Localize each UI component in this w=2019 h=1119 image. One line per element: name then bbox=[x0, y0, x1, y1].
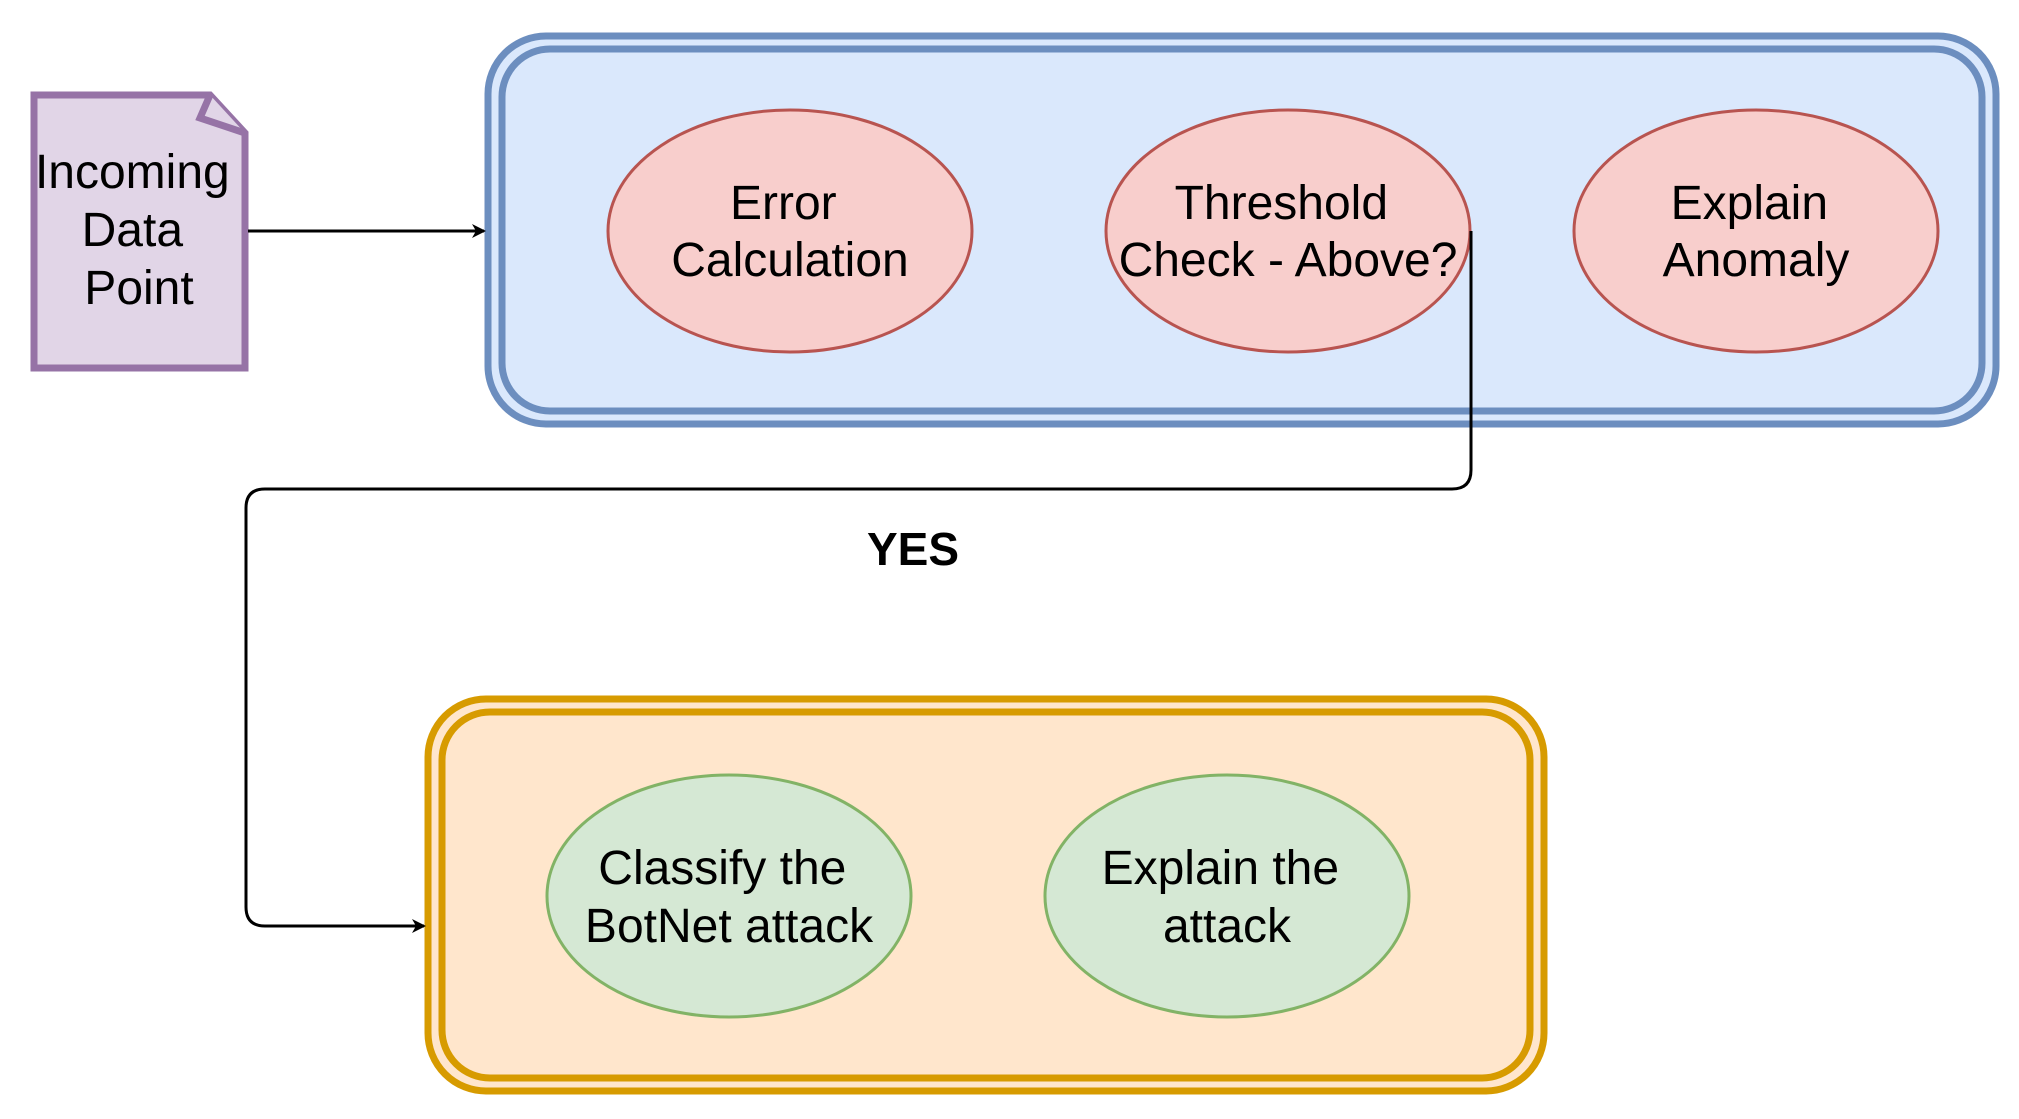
node-label-line: Error bbox=[730, 177, 837, 230]
input-label-line: Incoming bbox=[35, 146, 230, 199]
node-label-line: Explain the bbox=[1102, 842, 1340, 895]
explain-attack-label: Explain the attack bbox=[1102, 842, 1353, 953]
error-calculation-node[interactable]: Error Calculation bbox=[606, 108, 974, 354]
classify-botnet-attack-node[interactable]: Classify the BotNet attack bbox=[545, 773, 913, 1019]
classification-group-inner-border bbox=[438, 708, 1534, 1082]
threshold-check-label: Threshold Check - Above? bbox=[1119, 177, 1458, 287]
node-label-line: Explain bbox=[1671, 177, 1828, 230]
error-calculation-ellipse bbox=[606, 108, 974, 354]
input-note-shape bbox=[30, 91, 249, 372]
node-label-line: BotNet attack bbox=[585, 900, 874, 953]
explain-anomaly-label: Explain Anomaly bbox=[1663, 177, 1850, 287]
node-label-line: Anomaly bbox=[1663, 234, 1850, 287]
input-label: Incoming Data Point bbox=[35, 146, 243, 315]
yes-edge-label: YES bbox=[867, 523, 959, 575]
explain-anomaly-ellipse bbox=[1572, 108, 1940, 354]
explain-anomaly-node[interactable]: Explain Anomaly bbox=[1572, 108, 1940, 354]
threshold-check-ellipse bbox=[1104, 108, 1472, 354]
yes-branch-connector bbox=[244, 231, 1473, 933]
node-label-line: attack bbox=[1163, 900, 1292, 953]
error-calculation-label: Error Calculation bbox=[671, 177, 908, 287]
explain-attack-ellipse bbox=[1043, 773, 1411, 1019]
folded-corner-icon bbox=[195, 93, 247, 137]
node-label-line: Check - Above? bbox=[1119, 234, 1458, 287]
classify-botnet-attack-ellipse bbox=[545, 773, 913, 1019]
detection-group-inner-border bbox=[498, 45, 1986, 415]
input-label-line: Data bbox=[82, 204, 184, 257]
node-label-line: Classify the bbox=[598, 842, 846, 895]
node-label-line: Threshold bbox=[1175, 177, 1388, 230]
input-label-line: Point bbox=[84, 262, 193, 315]
incoming-data-point-node[interactable]: Incoming Data Point bbox=[30, 91, 249, 372]
explain-attack-node[interactable]: Explain the attack bbox=[1043, 773, 1411, 1019]
node-label-line: Calculation bbox=[671, 234, 908, 287]
threshold-check-node[interactable]: Threshold Check - Above? bbox=[1104, 108, 1472, 354]
classify-botnet-attack-label: Classify the BotNet attack bbox=[585, 842, 874, 953]
